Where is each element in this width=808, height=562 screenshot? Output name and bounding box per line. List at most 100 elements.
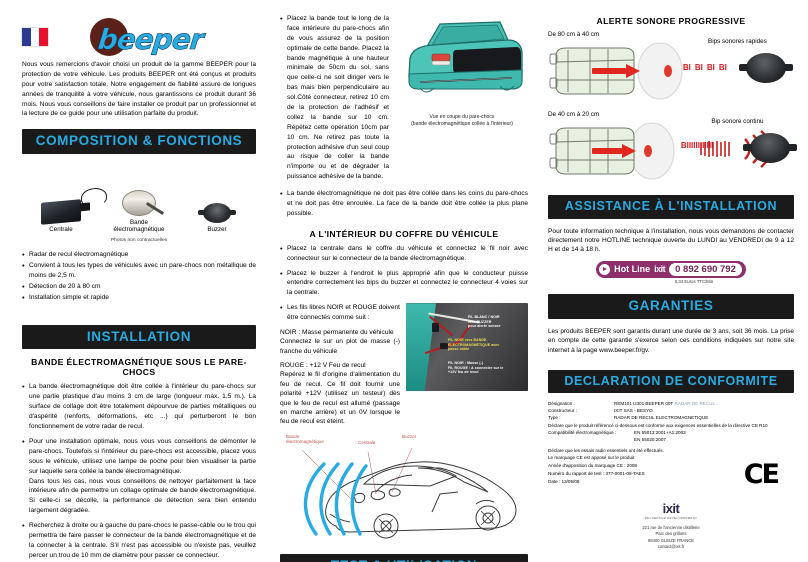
- car-diagram: Bande électromagnétique Centrale Buzzer: [280, 434, 528, 552]
- label-line2: vers BUZZER: [468, 319, 492, 324]
- subheader-interieur-coffre: A L'INTÉRIEUR DU COFFRE DU VÉHICULE: [309, 228, 499, 239]
- strip-note-list: La bande électromagnétique ne doit pas ê…: [280, 188, 528, 219]
- product-label-line2: électromagnétique: [113, 226, 165, 234]
- product-centrale: Centrale: [22, 171, 107, 234]
- label-line3: pour alerte sonore: [468, 323, 501, 328]
- left-column: beeper Nous vous remercions d'avoir choi…: [0, 0, 270, 562]
- row-value: REM101 U301 BEEPER 00T RADAR DE RECUL: [614, 401, 794, 408]
- beep-mark-continuous: BIIIIIIIIIIII: [680, 141, 714, 150]
- list-item: Pour une installation optimale, nous vou…: [22, 436, 256, 516]
- wire-noir-title: NOIR : Masse permanente du véhicule: [280, 329, 394, 337]
- wiring-photo: FIL BLANC / NOIR vers BUZZER pour alerte…: [406, 303, 528, 392]
- label-line2: ELECTROMAGNÉTIQUE avec: [448, 342, 500, 347]
- beep-marks: BI BI BI BI: [683, 63, 727, 72]
- product-label: Centrale: [49, 226, 73, 234]
- wire-rouge-text: Repérez le fil d'origine d'alimentation …: [280, 371, 400, 426]
- car-label-bande: Bande électromagnétique: [286, 434, 324, 444]
- strip-placement-list: Placez la bande tout le long de la face …: [280, 13, 389, 182]
- section-header-test: TEST & UTILISATION: [280, 553, 528, 562]
- strip-placement-block: Placez la bande tout le long de la face …: [280, 13, 528, 187]
- wiring-text: Les fils libres NOIR et ROUGE doivent êt…: [280, 302, 400, 431]
- row-value: IXIT SAS - BESYO: [614, 408, 653, 414]
- list-item: Placez le buzzer à l'endroit le plus app…: [280, 268, 528, 299]
- subheader-bande-sous-parechocs: BANDE ÉLECTROMAGNÉTIQUE SOUS LE PARE-CHO…: [31, 357, 247, 378]
- label-line2: FIL ROUGE : A connecter sur le: [448, 365, 504, 370]
- trunk-cutaway-figure: [408, 21, 523, 93]
- list-item: La bande électromagnétique ne doit pas ê…: [280, 188, 528, 219]
- list-item: Recherchez à droite ou à gauche du pare-…: [22, 520, 256, 561]
- conformity-row: Désignation : REM101 U301 BEEPER 00T RAD…: [548, 401, 794, 408]
- section-header-declaration: DECLARATION DE CONFORMITE: [548, 369, 794, 394]
- conformity-line: Numéro du rapport de test : 377-0001-08-…: [548, 471, 645, 477]
- label-line3: +12V feu de recul: [448, 369, 479, 374]
- list-item: Placez la bande tout le long de la face …: [280, 13, 389, 182]
- row-key: Désignation :: [548, 401, 575, 407]
- section-header-installation: INSTALLATION: [22, 324, 256, 350]
- hotline-number[interactable]: 0 892 690 792: [669, 262, 742, 276]
- conformity-block: Désignation : REM101 U301 BEEPER 00T RAD…: [548, 401, 794, 488]
- wire-rouge-title: ROUGE : +12 V Feu de recul: [280, 362, 366, 370]
- alert-sound-label: Bips sonores rapides: [708, 38, 767, 45]
- footer-block: ixit RECHERCHE DEVELOPPEMENT 221 rue de …: [548, 502, 794, 550]
- list-item: Installation simple et rapide: [22, 292, 256, 303]
- list-item: Radar de recul électromagnétique: [22, 249, 256, 260]
- french-flag-icon: [22, 28, 48, 46]
- right-column: ALERTE SONORE PROGRESSIVE De 80 cm à 40 …: [538, 0, 808, 562]
- value-main: REM101 U301 BEEPER 00T: [614, 401, 674, 407]
- ixit-logo-subtitle: RECHERCHE DEVELOPPEMENT: [644, 516, 698, 521]
- conformity-line: Année d'apposition du marquage CE : 2008: [548, 463, 637, 469]
- address-line[interactable]: contact@ixit.fr: [657, 543, 685, 549]
- hotline-label: Hot Line: [614, 264, 651, 275]
- list-item: La bande électromagnétique doit être col…: [22, 381, 256, 431]
- address-line: 221 rue de l'ancienne distillerie: [642, 525, 700, 531]
- alert-distance-label: De 40 cm à 20 cm: [548, 111, 600, 118]
- ixit-logo: ixit: [662, 501, 680, 517]
- car-label-centrale: Centrale: [358, 439, 376, 445]
- alert-sound-label: Bip sonore continu: [711, 118, 764, 125]
- conformity-declare: Déclare que le produit référencé ci-dess…: [548, 422, 768, 428]
- play-icon: [599, 263, 611, 275]
- conformity-emc-row: Compatibilité électromagnétique : EN 550…: [548, 430, 794, 444]
- wiring-label-power: FIL NOIR : Masse (-) FIL ROUGE : A conne…: [448, 361, 503, 374]
- conformity-line: Déclare que les essais radio essentiels …: [548, 447, 664, 453]
- alert-sound-block: Bip sonore continu: [680, 118, 797, 180]
- hotline-cost: 0,34 Euros TTC/Min: [674, 278, 714, 284]
- row-value: EN 55013:2001+A1:2003 EN 55020:2007: [634, 430, 794, 444]
- label-line3: passe-câble: [448, 346, 470, 351]
- installation-bumper-list: La bande électromagnétique doit être col…: [22, 381, 256, 562]
- product-label: Buzzer: [207, 226, 227, 234]
- car-outline-figure: [301, 447, 517, 539]
- list-item: Les fils libres NOIR et ROUGE doivent êt…: [280, 302, 400, 323]
- wire-noir-text: Connectez le sur un plot de masse (-) fr…: [280, 338, 400, 355]
- alert-sound-block: Bips sonores rapides BI BI BI BI: [681, 38, 794, 100]
- list-item: Placez la centrale dans le coffre du véh…: [280, 243, 528, 264]
- beep-mark: BI: [682, 63, 691, 72]
- features-list: Radar de recul électromagnétique Convien…: [22, 249, 256, 303]
- row-value: RADAR DE RECUL ELECTROMAGNETIQUE: [614, 415, 709, 421]
- garanties-paragraph: Les produits BEEPER sont garantis durant…: [548, 327, 794, 354]
- conformity-line: Date : 13/05/08: [548, 479, 580, 485]
- car-label-buzzer: Buzzer: [402, 433, 417, 439]
- hotline-brand: ixit: [654, 264, 666, 275]
- buzzer-photo: [178, 171, 255, 224]
- label-line1: FIL NOIR vers BANDE: [448, 338, 487, 343]
- emc-value: EN 55020:2007: [634, 436, 666, 442]
- product-buzzer: Buzzer: [178, 171, 255, 234]
- section-header-garanties: GARANTIES: [548, 293, 794, 319]
- photos-disclaimer: Photos non contractuelles: [110, 238, 168, 244]
- beep-mark: BI: [706, 63, 715, 72]
- buzzer-graphic: [738, 53, 793, 83]
- list-item: Détection de 20 à 80 cm: [22, 281, 256, 292]
- beeper-logo: beeper: [64, 16, 256, 58]
- buzzer-graphic: [742, 133, 797, 163]
- list-item: Convient à tous les types de véhicules a…: [22, 260, 256, 281]
- wires-intro-list: Les fils libres NOIR et ROUGE doivent êt…: [280, 302, 400, 323]
- section-header-assistance: ASSISTANCE À L'INSTALLATION: [548, 195, 794, 219]
- wiring-block: Les fils libres NOIR et ROUGE doivent êt…: [280, 302, 528, 431]
- assistance-paragraph: Pour toute information technique à l'ins…: [548, 227, 794, 254]
- coffre-list: Placez la centrale dans le coffre du véh…: [280, 243, 528, 299]
- brand-header: beeper: [22, 14, 256, 60]
- subheader-alerte-sonore: ALERTE SONORE PROGRESSIVE: [596, 16, 746, 26]
- address-line: 69400 GLEIZE FRANCE: [647, 537, 695, 543]
